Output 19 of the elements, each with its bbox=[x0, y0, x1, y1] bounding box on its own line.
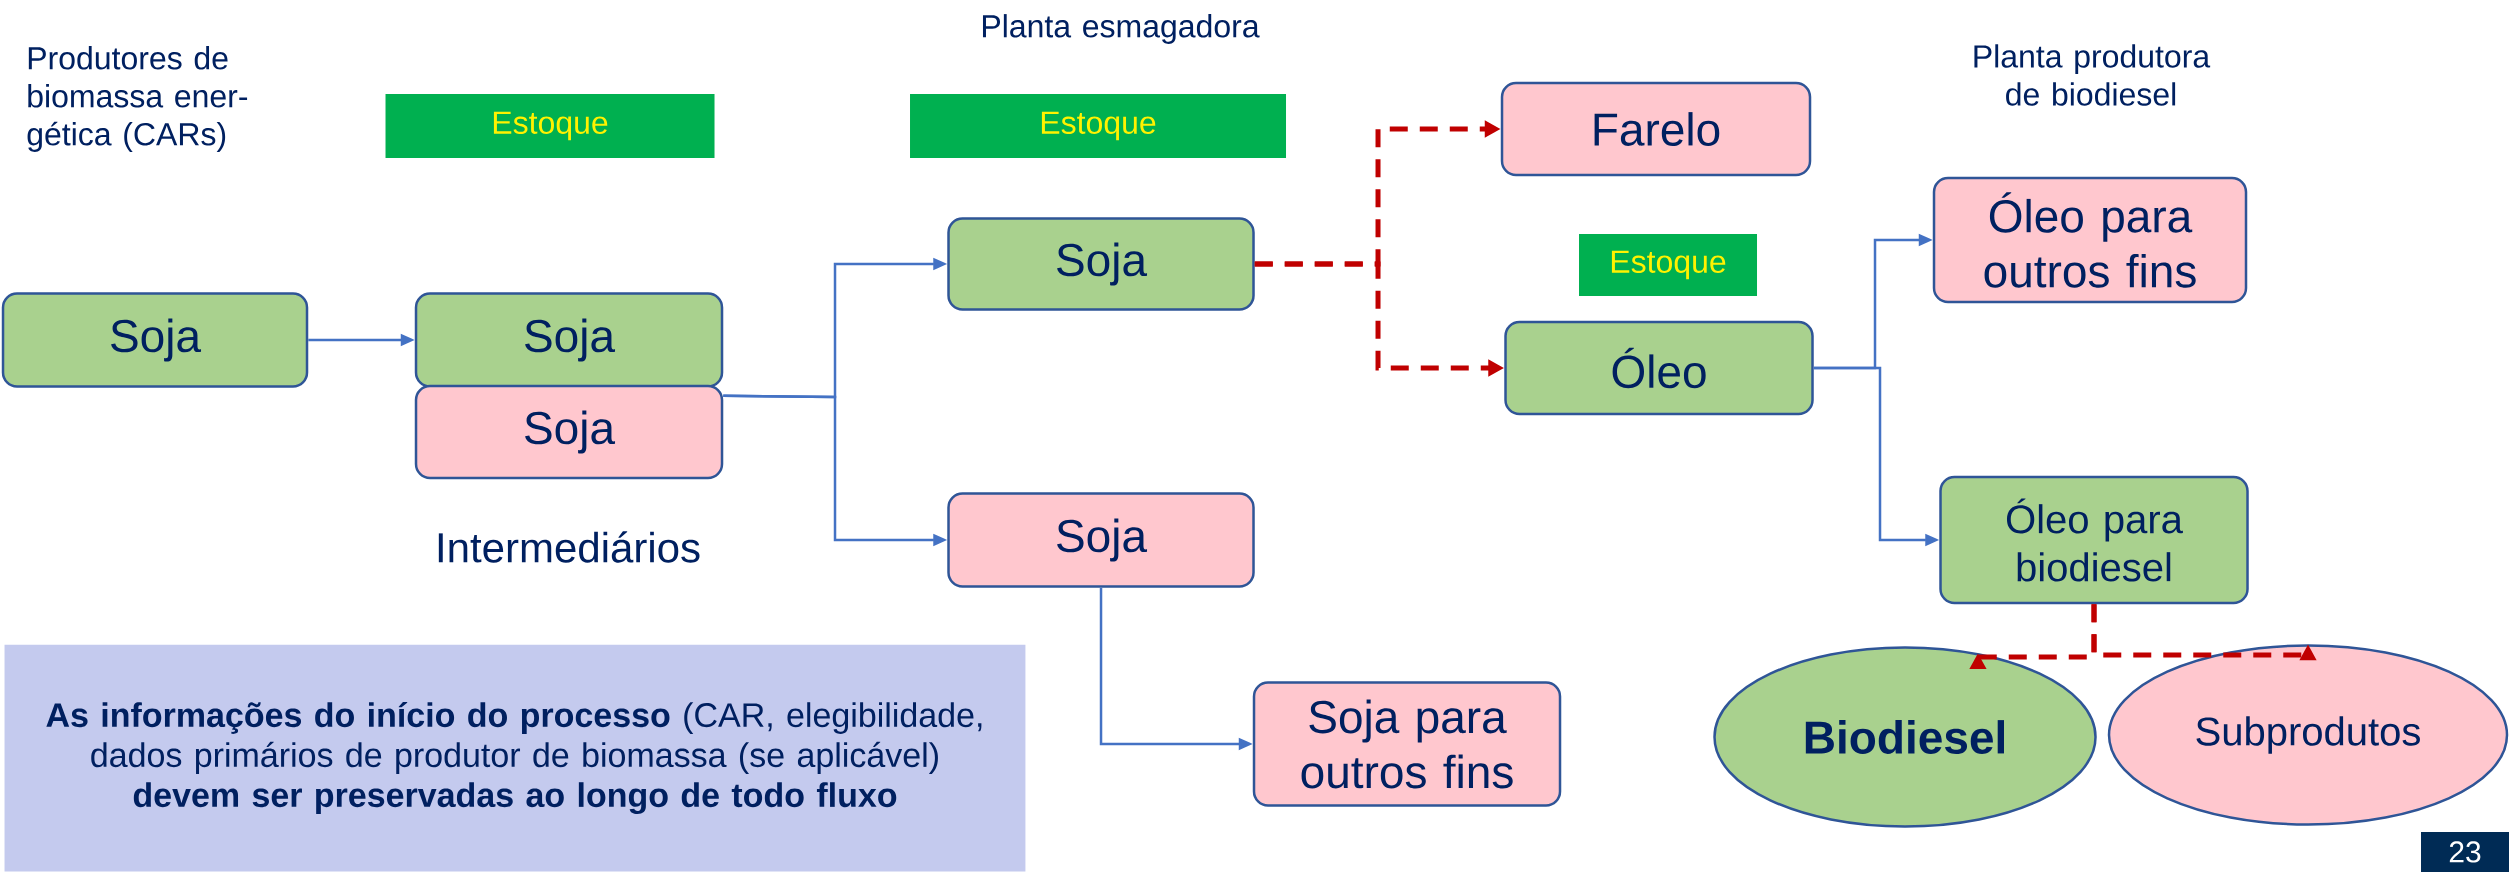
page-number: 23 bbox=[2421, 832, 2509, 872]
stock-band: Estoque bbox=[1579, 234, 1757, 296]
process-box: Soja bbox=[947, 492, 1255, 588]
process-box: Soja bbox=[414, 292, 724, 388]
group-heading: Planta produtora de biodiesel bbox=[1974, 44, 2211, 106]
group-heading: Intermediários bbox=[438, 531, 700, 563]
process-box: Soja bbox=[1, 292, 309, 388]
stock-band: Estoque bbox=[910, 94, 1286, 158]
process-box: Óleo bbox=[1504, 320, 1814, 416]
process-box: Soja para outros fins bbox=[1252, 681, 1562, 807]
process-box: Soja bbox=[947, 217, 1255, 311]
process-box: Óleo para outros fins bbox=[1932, 176, 2248, 304]
group-heading: Planta esmagadora bbox=[983, 14, 1260, 44]
stock-band: Estoque bbox=[385, 94, 715, 158]
process-box: Soja bbox=[414, 384, 724, 480]
process-box: Óleo para biodiesel bbox=[1939, 475, 2249, 605]
note-box: As informações do início do processo (CAR, elegibilidade, dados primários de produtor de biomassa (se aplicável) devem ser preservadas ao longo de todo fluxo bbox=[4, 644, 1026, 872]
group-heading: Produtores de biomassa ener-gética (CARs) bbox=[27, 46, 248, 152]
process-box: Farelo bbox=[1500, 81, 1812, 177]
